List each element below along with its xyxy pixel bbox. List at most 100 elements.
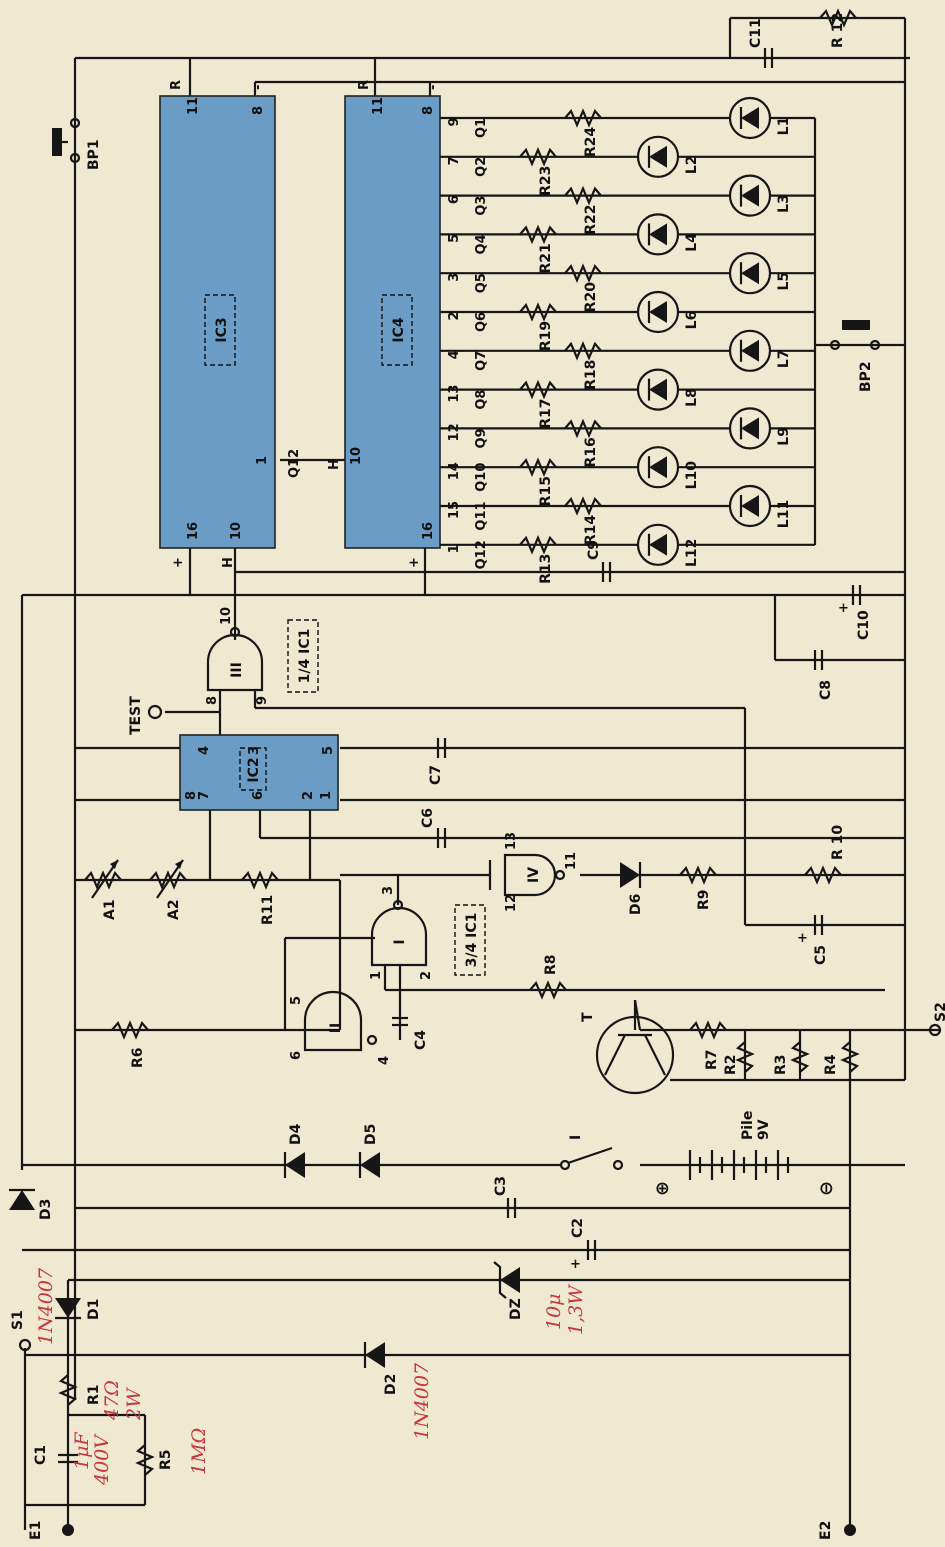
- c3-capacitor: C3: [493, 1176, 517, 1218]
- c1-label: C1: [33, 1445, 49, 1465]
- nand-gate-ii: II 5 6 4: [289, 990, 392, 1065]
- c2-label: C2: [570, 1218, 586, 1238]
- c9-capacitor: C9: [586, 540, 612, 582]
- output-resistor: [564, 108, 602, 128]
- ic3-pin-1: 1: [255, 456, 270, 465]
- gate-i-fraction: 3/4 IC1: [464, 913, 480, 968]
- ic4-pin-10: 10: [349, 447, 364, 465]
- r2-resistor: R2: [723, 1041, 755, 1075]
- led-body: [636, 135, 680, 178]
- output-resistor-label: R15: [538, 476, 554, 506]
- dz-zener-diode: DZ: [493, 1261, 524, 1320]
- gate-i-pin-1: 1: [369, 971, 384, 980]
- hand-r5-value: 1MΩ: [188, 1428, 210, 1475]
- e2-terminal: E2: [818, 1521, 856, 1540]
- a2-potentiometer: A2: [149, 859, 187, 920]
- r8-resistor: R8: [529, 954, 567, 1000]
- r11-label: R11: [260, 895, 276, 925]
- ic2-label: IC2: [246, 757, 262, 782]
- led-label: L6: [684, 311, 700, 330]
- r7-label: R7: [704, 1049, 720, 1070]
- ic3-pin-10: 10: [229, 522, 244, 540]
- output-resistor-label: R23: [538, 166, 554, 196]
- c11-capacitor: C11: [748, 18, 774, 68]
- output-pin-number: 13: [447, 385, 462, 403]
- output-pin-number: 3: [447, 273, 462, 282]
- gate-iii-pin-8: 8: [205, 696, 220, 705]
- ic3-pin-h: H: [221, 557, 236, 568]
- output-q-label: Q1: [474, 118, 489, 138]
- led-body: [636, 290, 680, 334]
- r7-resistor: R7: [689, 1020, 727, 1070]
- ic4-pin-8: 8: [421, 106, 436, 115]
- c3-label: C3: [493, 1176, 509, 1196]
- s2-terminal: S2: [928, 1002, 945, 1037]
- d2-label: D2: [383, 1374, 399, 1395]
- bp2-pushbutton: BP2: [829, 320, 881, 392]
- e1-label: E1: [28, 1521, 44, 1540]
- gate-ii-pin-6: 6: [289, 1051, 304, 1060]
- gate-iv-pin-13: 13: [504, 832, 519, 850]
- hand-dz-voltage: 1,3W: [565, 1284, 587, 1335]
- led-body: [728, 96, 772, 140]
- gate-iii-label: III: [229, 662, 245, 678]
- output-resistor: [564, 418, 602, 439]
- ic4-label: IC4: [391, 317, 407, 342]
- ic3-chip: IC3 R 11 - 8 16 10 1 Q12 + H: [159, 80, 302, 568]
- hand-d1-part: 1N4007: [35, 1267, 57, 1345]
- output-pin-number: 2: [447, 311, 462, 320]
- ic2-pin-2: 2: [301, 791, 316, 800]
- r3-label: R3: [773, 1054, 789, 1075]
- ic3-pin-q12: Q12: [287, 449, 302, 478]
- hand-r1-value: 47Ω: [101, 1380, 123, 1421]
- led-icon: [741, 339, 759, 362]
- bp1-label: BP1: [86, 139, 102, 170]
- led-icon: [741, 184, 759, 207]
- output-resistor: [564, 185, 602, 206]
- led-label: L1: [776, 117, 792, 136]
- ic2-pin-3: 3: [247, 746, 262, 755]
- output-q-label: Q2: [474, 157, 489, 177]
- d1-diode: D1: [55, 1298, 102, 1320]
- output-q-label: Q9: [474, 428, 489, 448]
- output-resistor-label: R17: [538, 398, 554, 428]
- output-resistor: [564, 263, 602, 283]
- d4-diode: D4: [283, 1123, 305, 1178]
- output-resistor: [564, 341, 602, 361]
- output-resistor-label: R19: [538, 321, 554, 351]
- handwritten-annotations: 1N4007 47Ω 2W 1μF 400V 1MΩ 1N4007 10μ 1,…: [35, 1267, 587, 1486]
- c8-label: C8: [818, 680, 834, 700]
- output-pin-number: 12: [447, 423, 462, 441]
- output-resistor: [519, 457, 557, 477]
- d3-label: D3: [38, 1199, 54, 1220]
- a1-potentiometer: A1: [84, 859, 122, 920]
- led-icon: [649, 145, 667, 168]
- led-body: [728, 174, 772, 217]
- power-switch: I: [559, 1135, 624, 1171]
- led-label: L5: [776, 272, 792, 291]
- led-body: [728, 407, 772, 450]
- pile-voltage: 9V: [756, 1119, 772, 1140]
- gate-ii-label: II: [328, 1023, 344, 1033]
- output-resistor-label: R13: [538, 554, 554, 584]
- bp1-pushbutton: BP1: [52, 117, 102, 170]
- led-icon: [741, 495, 759, 517]
- led-body: [636, 523, 680, 566]
- output-q-label: Q10: [474, 463, 489, 492]
- gate-iv-pin-11: 11: [564, 852, 579, 870]
- gate-ii-pin-4: 4: [377, 1056, 392, 1065]
- c10-capacitor: + C10: [838, 585, 872, 640]
- r12-label: R 12: [830, 13, 846, 48]
- r3-resistor: R3: [773, 1041, 810, 1075]
- led-body: [636, 213, 680, 256]
- output-q-label: Q7: [474, 351, 489, 371]
- output-resistor: [519, 535, 557, 555]
- r10-label: R 10: [830, 825, 846, 860]
